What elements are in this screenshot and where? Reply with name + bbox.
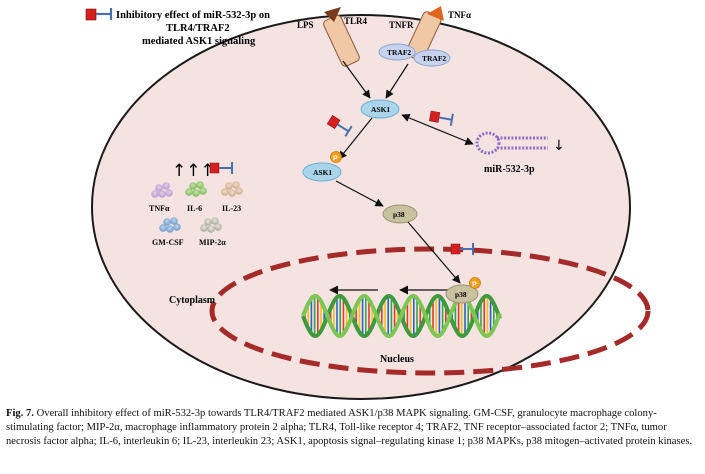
tnfa-receptor-label: TNFα: [448, 10, 471, 20]
phospho-label-p38: P: [472, 282, 477, 289]
cytokine-up-arrows: ↑↑↑: [172, 161, 215, 181]
il6-cytokine-label: IL-6: [187, 204, 202, 213]
il6-cytokine-icon: [185, 181, 207, 197]
traf2-node-b: [413, 49, 451, 67]
p38-node: [382, 204, 418, 224]
arrow-tlr4-ask1: [342, 60, 371, 99]
gmcsf-cytokine-icon: [159, 217, 181, 233]
mirna-hairpin-icon: [475, 131, 548, 155]
inhibitor-ask1-icon: [326, 115, 353, 137]
tnfr-label: TNFR: [389, 20, 414, 30]
mip2a-cytokine-label: MIP-2α: [199, 238, 226, 247]
cytoplasm-label: Cytoplasm: [169, 295, 216, 306]
phospho-icon-p38: [469, 277, 481, 289]
tnfa-cytokine-icon: [151, 182, 173, 198]
ask1-label: ASK1: [371, 105, 390, 114]
phospho-label-ask1: P: [333, 156, 338, 163]
il23-cytokine-label: IL-23: [222, 204, 241, 213]
mirna-down-arrow: ↓: [553, 138, 565, 154]
inhibitor-icon: [85, 8, 97, 21]
traf2-node-a: [378, 43, 416, 61]
nucleus-label: Nucleus: [380, 354, 414, 365]
ask1-phospho-label: ASK1: [313, 168, 332, 177]
arrow-traf2-ask1: [385, 63, 409, 99]
arrow-ask1-mirna: [401, 113, 474, 146]
nucleus-envelope: [209, 246, 651, 376]
tnfa-cytokine-label: TNFα: [149, 204, 170, 213]
phospho-icon-ask1: [330, 151, 342, 163]
traf2-label-a: TRAF2: [387, 48, 411, 57]
mirna-label: miR-532-3p: [484, 164, 535, 175]
lps-label: LPS: [297, 20, 314, 30]
ask1-phospho-node: [302, 162, 342, 182]
legend-text-line2: TLR4/TRAF2: [166, 23, 230, 34]
inhibitor-cytokine-icon: [209, 162, 233, 174]
figure-caption: Fig. 7. Overall inhibitory effect of miR…: [6, 407, 700, 450]
p38-nucleus-label: p38: [455, 290, 467, 299]
gmcsf-cytokine-label: GM-CSF: [152, 238, 184, 247]
tlr4-receptor: LPS TLR4: [297, 7, 368, 67]
pathway-diagram: Inhibitory effect of miR-532-3p on TLR4/…: [85, 6, 651, 400]
inhibitor-p38-icon: [450, 243, 474, 255]
inhibitor-mirna-icon: [429, 110, 454, 126]
arrow-ask1-p38: [335, 180, 384, 207]
tlr4-label: TLR4: [344, 16, 368, 26]
legend-text-line1: Inhibitory effect of miR-532-3p on: [116, 10, 270, 21]
arrow-p38-nucleus: [407, 221, 461, 284]
p38-label: p38: [393, 210, 405, 219]
arrow-ask1-phospho: [338, 117, 373, 160]
figure-number: Fig. 7.: [6, 408, 34, 419]
cell-membrane: [91, 14, 631, 400]
tnfr-receptor: TNFR TNFα: [389, 6, 471, 62]
legend-text-line3: mediated ASK1 signaling: [142, 36, 256, 47]
traf2-label-b: TRAF2: [422, 54, 446, 63]
mip2a-cytokine-icon: [200, 217, 222, 233]
ask1-node: [360, 99, 400, 119]
tnfa-triangle-icon: [427, 6, 444, 21]
inhibitor-legend: Inhibitory effect of miR-532-3p on TLR4/…: [85, 8, 270, 47]
caption-text: Overall inhibitory effect of miR-532-3p …: [6, 408, 693, 448]
p38-nucleus-node: [445, 284, 479, 304]
lps-triangle-icon: [324, 7, 341, 22]
il23-cytokine-icon: [221, 181, 243, 197]
